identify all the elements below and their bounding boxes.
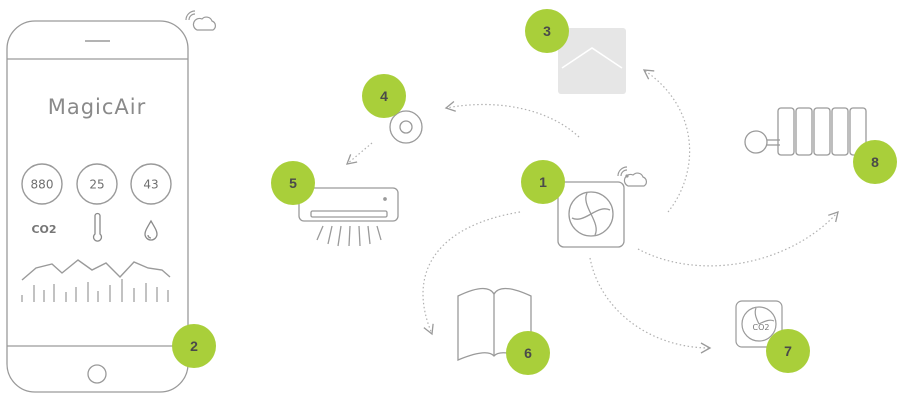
co2-reading-value: 880	[31, 178, 54, 192]
badge-4-number: 4	[380, 88, 388, 104]
app-brand-title: MagicAir	[48, 95, 147, 119]
smartphone	[7, 21, 188, 392]
connection-arrows	[347, 70, 838, 348]
badge-4: 4	[362, 74, 406, 118]
readings-row: 880 25 43	[22, 164, 171, 204]
history-chart-line	[22, 260, 170, 280]
arrow-to-radiator	[638, 212, 838, 266]
badge-7: 7	[766, 329, 810, 373]
co2-sensor-label: CO2	[753, 323, 770, 332]
badge-5-number: 5	[289, 175, 297, 191]
base-station	[558, 182, 624, 247]
phone-home-button[interactable]	[88, 365, 106, 383]
round-sensor	[390, 111, 422, 143]
co2-label: CO2	[31, 223, 56, 236]
radiator	[745, 108, 866, 155]
sensor-tile	[558, 28, 626, 94]
badge-3-number: 3	[543, 23, 551, 39]
badge-5: 5	[271, 161, 315, 205]
badge-1: 1	[521, 160, 565, 204]
thermometer-icon	[94, 214, 102, 242]
badge-6-number: 6	[524, 345, 532, 361]
badge-2-number: 2	[190, 338, 198, 354]
arrow-to-window-sensor	[423, 212, 520, 334]
air-conditioner	[299, 188, 398, 246]
arrow-to-sensor-tile	[644, 70, 690, 212]
arrow-to-co2-sensor	[590, 258, 710, 348]
badge-2: 2	[172, 324, 216, 368]
badge-1-number: 1	[539, 174, 547, 190]
sensor-tile-body	[558, 28, 626, 94]
badge-3: 3	[525, 9, 569, 53]
droplet-icon	[145, 221, 157, 240]
temperature-reading-value: 25	[89, 178, 104, 192]
badge-6: 6	[506, 331, 550, 375]
humidity-reading-value: 43	[143, 178, 158, 192]
arrow-to-round-sensor	[446, 105, 579, 137]
fan-blades-icon	[572, 193, 610, 235]
arrow-to-air-conditioner	[347, 143, 372, 164]
history-chart-bars	[22, 279, 168, 302]
badge-7-number: 7	[784, 343, 792, 359]
wifi-cloud-icon	[186, 11, 215, 30]
badge-8: 8	[853, 140, 897, 184]
phone-body	[7, 21, 188, 392]
badge-8-number: 8	[871, 154, 879, 170]
